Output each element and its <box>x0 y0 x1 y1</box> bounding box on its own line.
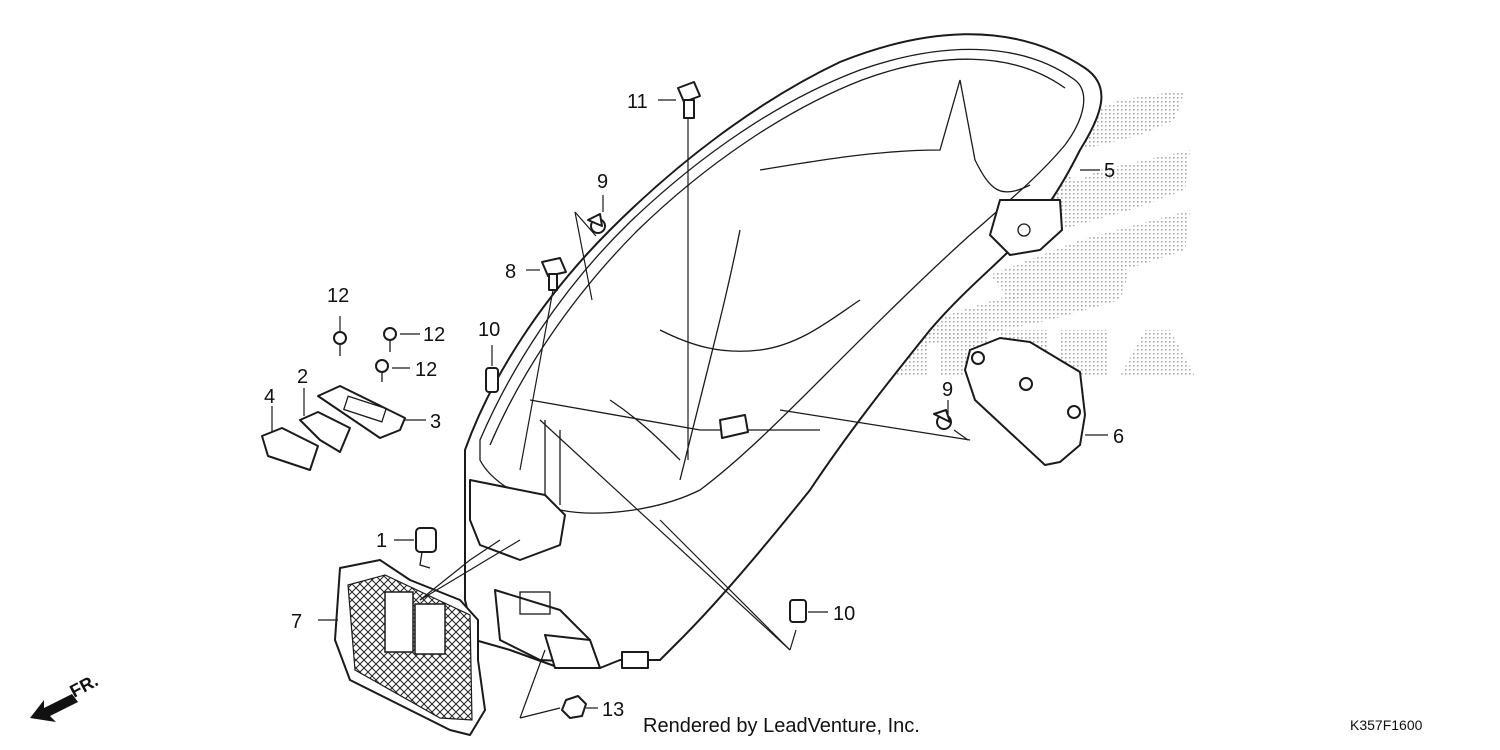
bracket-part-3 <box>317 385 406 439</box>
clip-part-10-lower <box>789 599 807 623</box>
callout-2: 2 <box>297 366 308 388</box>
callout-9-lower: 9 <box>942 379 953 401</box>
screw-part-12-c <box>375 359 389 382</box>
screw-part-12-b <box>383 327 397 352</box>
callout-5: 5 <box>1104 160 1115 182</box>
screw-part-12-a <box>333 331 347 356</box>
render-credit: Rendered by LeadVenture, Inc. <box>643 715 920 737</box>
clip-part-10-upper <box>485 367 499 393</box>
callout-12-c: 12 <box>415 359 437 381</box>
fastener-part-1 <box>415 527 437 569</box>
leader-lines <box>271 99 1108 719</box>
callout-10-upper: 10 <box>478 319 500 341</box>
callout-4: 4 <box>264 386 275 408</box>
callout-12-a: 12 <box>327 285 349 307</box>
callout-6: 6 <box>1113 426 1124 448</box>
callout-1: 1 <box>376 530 387 552</box>
front-arrow-icon <box>30 694 78 722</box>
pad-part-4 <box>261 427 319 471</box>
callout-8: 8 <box>505 261 516 283</box>
clip-part-9-lower <box>933 409 952 430</box>
grille-part-7 <box>334 559 486 736</box>
callout-12-b: 12 <box>423 324 445 346</box>
luggage-box-part-5 <box>464 33 1103 669</box>
callout-11: 11 <box>627 91 648 113</box>
callout-3: 3 <box>430 411 441 433</box>
diagram-code: K357F1600 <box>1350 717 1423 733</box>
callout-7: 7 <box>291 611 302 633</box>
nut-part-13 <box>561 695 587 719</box>
cover-plate-part-6 <box>964 337 1086 466</box>
bolt-part-11 <box>677 81 701 119</box>
callout-13: 13 <box>602 699 624 721</box>
pad-part-2 <box>299 411 351 453</box>
bolt-part-8 <box>541 257 567 291</box>
callout-10-lower: 10 <box>833 603 855 625</box>
callout-9-upper: 9 <box>597 171 608 193</box>
clip-part-9-upper <box>587 213 606 234</box>
